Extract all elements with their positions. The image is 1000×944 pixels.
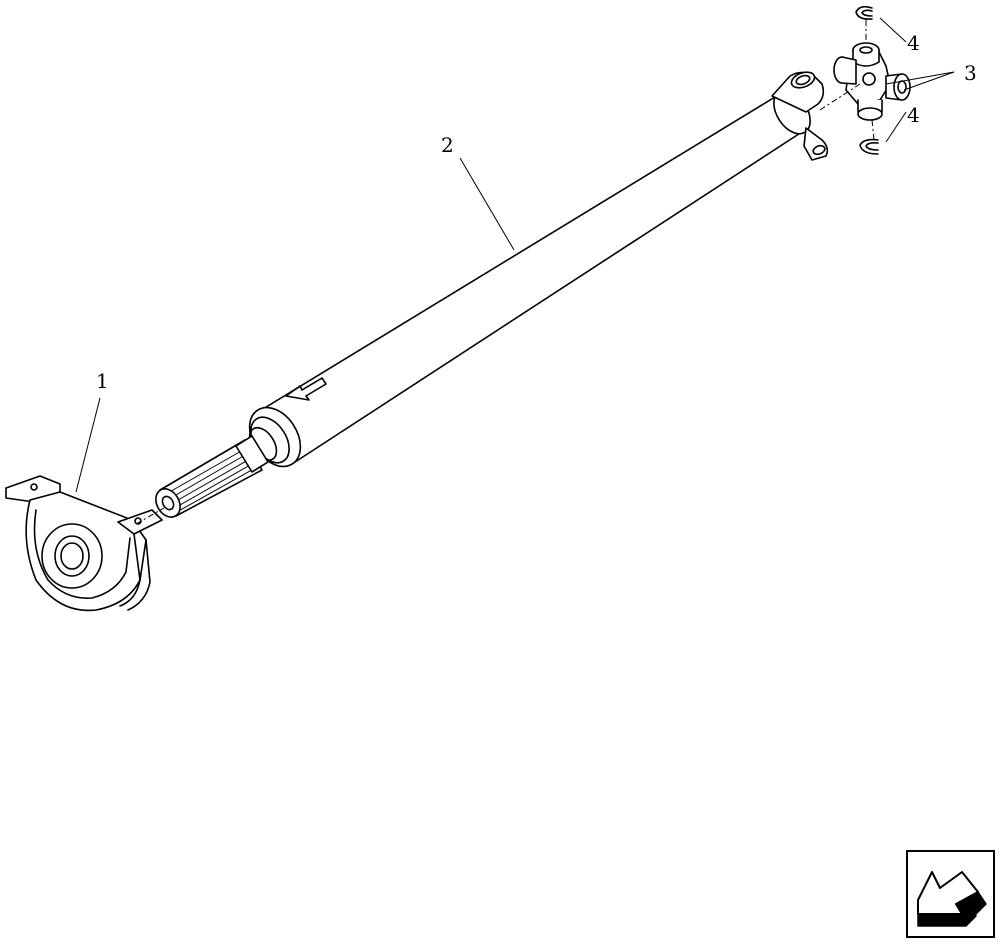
universal-joint-cross [833,42,911,121]
callout-4-lower: 4 [907,103,920,127]
callout-4-upper: 4 [907,31,920,55]
center-bearing-bracket [5,475,163,612]
assembly-centerlines [135,20,875,525]
callout-1: 1 [96,369,109,393]
previous-page-arrow-icon[interactable] [906,850,995,938]
snap-ring-upper [855,5,873,20]
leader-lines [75,17,955,493]
drive-shaft-tube [248,71,829,468]
callout-3: 3 [964,61,977,85]
callout-2: 2 [441,133,454,157]
splined-stub-shaft [155,435,269,518]
snap-ring-lower [859,138,879,155]
